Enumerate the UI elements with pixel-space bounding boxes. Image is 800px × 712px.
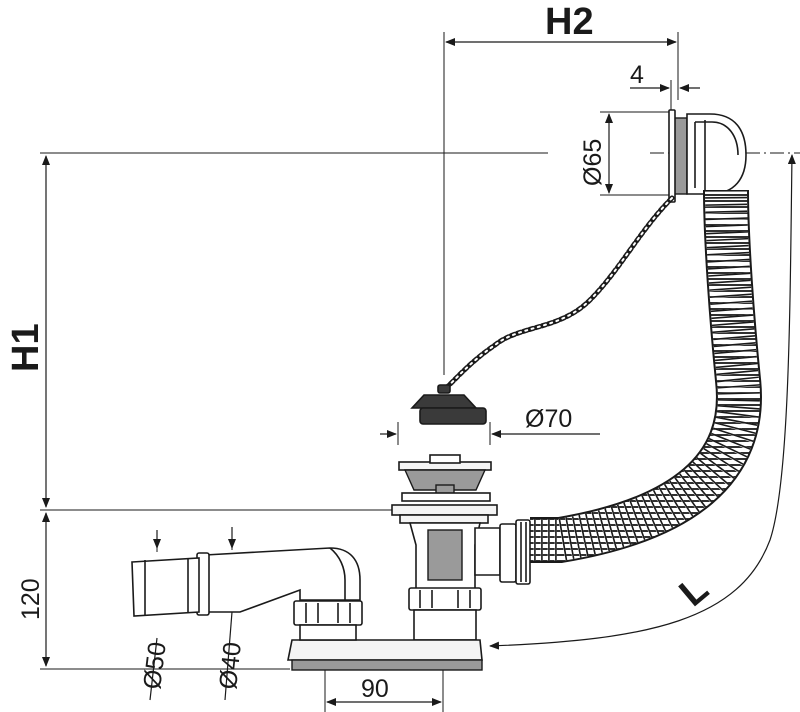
siphon-body (408, 522, 482, 641)
dimension-90 (324, 665, 444, 712)
label-dim-90: 90 (361, 675, 389, 703)
label-dia-70: Ø70 (525, 405, 572, 433)
label-dim-120: 120 (17, 578, 45, 620)
trap-base (287, 600, 483, 671)
overflow-head (668, 109, 747, 203)
outlet-pipe (131, 547, 361, 617)
label-dia-50: Ø50 (138, 640, 172, 690)
dimension-h1 (40, 152, 548, 511)
dimension-dia-40 (224, 527, 236, 701)
label-h2: H2 (545, 1, 594, 43)
dimension-4 (630, 80, 700, 112)
plug-chain (443, 195, 675, 391)
dimension-dia-50 (149, 530, 161, 701)
label-dia-40: Ø40 (214, 641, 247, 691)
dimension-l (489, 154, 796, 650)
waste-strainer (391, 454, 498, 524)
label-h1: H1 (5, 323, 47, 372)
label-dim-4: 4 (630, 61, 644, 89)
label-dia-65: Ø65 (579, 139, 607, 186)
flexible-hose (530, 189, 762, 563)
dimension-120 (40, 512, 290, 670)
overflow-connector (474, 519, 531, 585)
stopper-plug (410, 384, 487, 425)
